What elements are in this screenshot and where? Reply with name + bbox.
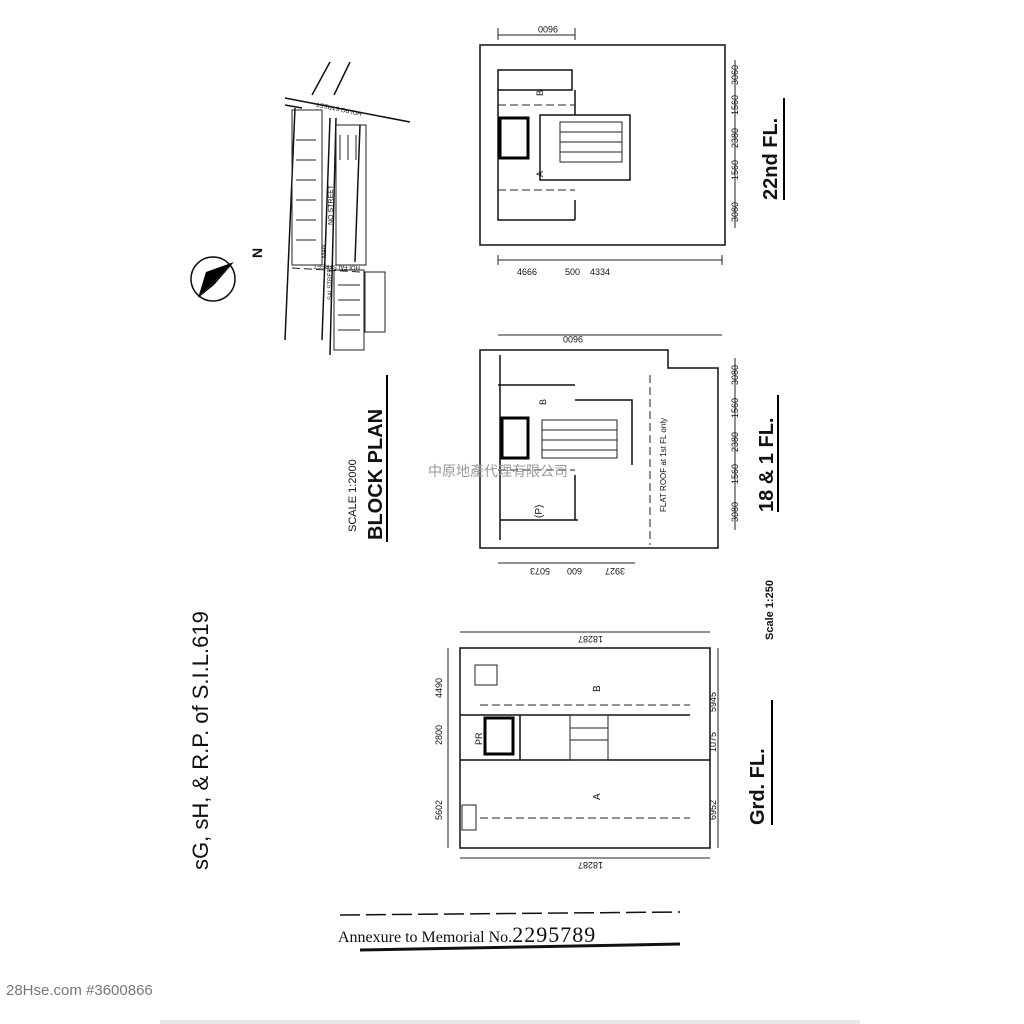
floor-label: 22nd FL.	[760, 118, 782, 200]
unit-label: B	[535, 90, 545, 96]
dimension-label: 3080	[730, 365, 740, 385]
dimension-label: 3060	[730, 65, 740, 85]
dimension-label: 4666	[517, 267, 537, 277]
dimension-label: 18287	[578, 634, 603, 644]
dimension-label: 3080	[730, 202, 740, 222]
block-plan-heading: BLOCK PLAN	[365, 409, 387, 540]
floor-plan-18th: B (P) FLAT ROOF at 1st FL only 9600 5073…	[479, 334, 779, 576]
unit-label: (P)	[534, 505, 545, 518]
watermark: 中原地產代理有限公司	[428, 464, 568, 480]
street-label: MAN	[322, 245, 328, 258]
dimension-label: 18287	[578, 860, 603, 870]
dimension-label: 500	[565, 267, 580, 277]
dimension-label: 5945	[708, 692, 718, 712]
floor-label: Grd. FL.	[747, 748, 769, 825]
block-plan-map: NO STREET SAI STREET HOI PO STREET HOI F…	[284, 61, 411, 356]
floor-label: 18 & 1 FL.	[756, 418, 778, 512]
street-label: HOI FAI STREET	[313, 262, 360, 270]
dimension-label: 1560	[730, 160, 740, 180]
floor-plan-22nd: B A 9600 4666 500 4334 3060 1560 2380 15…	[479, 24, 785, 277]
dimension-label: 5073	[530, 566, 550, 576]
dimension-label: 1075	[708, 732, 718, 752]
source-label: 28Hse.com #3600866	[6, 982, 153, 999]
block-plan-scale: SCALE 1:2000	[347, 459, 359, 532]
unit-label: B	[592, 685, 603, 692]
unit-label: A	[535, 171, 545, 177]
dimension-label: 3927	[605, 566, 625, 576]
dimension-label: 9600	[563, 334, 583, 344]
dimension-label: 3080	[730, 502, 740, 522]
street-label: HOI PO STREET	[316, 100, 363, 116]
dimension-label: 600	[567, 566, 582, 576]
unit-label: B	[538, 399, 548, 405]
dimension-label: 4490	[434, 678, 444, 698]
bottom-divider	[160, 1020, 860, 1024]
north-label: N	[249, 248, 265, 258]
dimension-label: 1560	[730, 464, 740, 484]
dimension-label: 4334	[590, 267, 610, 277]
dimension-label: 1560	[730, 398, 740, 418]
memorial-number: 2295789	[512, 922, 597, 947]
dimension-label: 2800	[434, 725, 444, 745]
document-title: sG, sH, & R.P. of S.I.L.619	[188, 611, 213, 870]
unit-label: PR	[474, 732, 484, 745]
floor-plan-scale: Scale 1:250	[764, 580, 776, 640]
street-label: SAI STREET	[328, 265, 334, 300]
floor-plan-ground: B A PR 18287 18287 4490 2800 5602 5945 1…	[434, 631, 773, 870]
flat-roof-note: FLAT ROOF at 1st FL only	[659, 418, 668, 512]
dimension-label: 9600	[538, 24, 558, 34]
dimension-label: 5602	[434, 800, 444, 820]
annexure-stamp: Annexure to Memorial No.2295789	[338, 922, 596, 948]
dimension-label: 2380	[730, 128, 740, 148]
unit-label: A	[592, 793, 603, 800]
annexure-text: Annexure to Memorial No.	[338, 929, 513, 946]
street-label: NO STREET	[328, 184, 335, 225]
dimension-label: 1560	[730, 95, 740, 115]
north-arrow-icon	[190, 256, 236, 302]
dimension-label: 6952	[708, 800, 718, 820]
dimension-label: 2380	[730, 432, 740, 452]
